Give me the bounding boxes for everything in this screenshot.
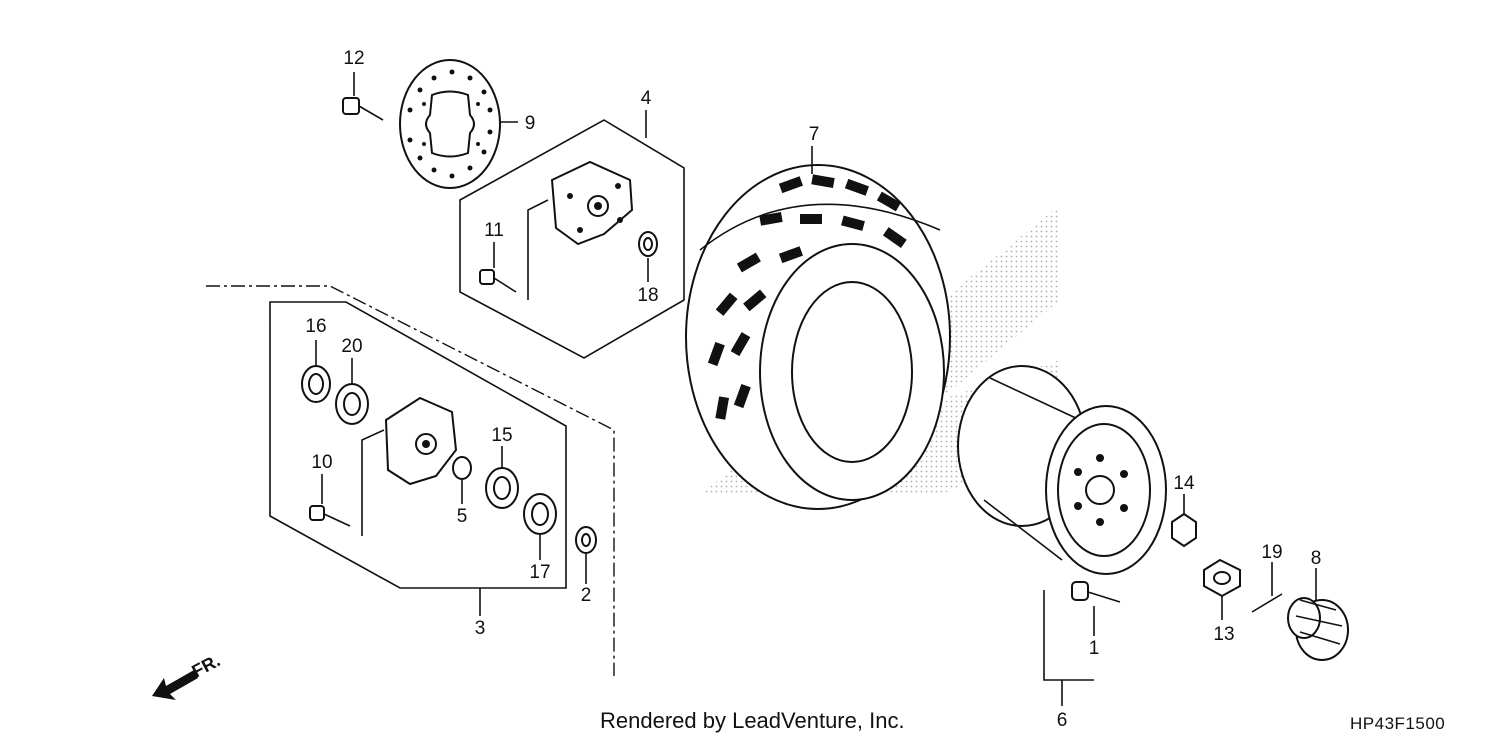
wheel-rim-6 [957,365,1167,575]
cotter-pin-19 [1251,593,1283,613]
callout-18: 18 [637,285,658,306]
callout-8: 8 [1311,548,1322,569]
brake-disc-9 [399,59,501,189]
callout-11: 11 [484,220,504,241]
callout-15: 15 [491,425,512,446]
bolt-12 [342,97,384,121]
callout-10: 10 [311,452,332,473]
seal-20 [335,383,369,425]
bolt-10 [309,505,351,527]
callout-12: 12 [343,48,364,69]
frame-outline [206,285,615,676]
callout-17: 17 [529,562,550,583]
tire-7 [685,164,951,510]
bearing-16 [301,365,331,403]
callout-14: 14 [1173,473,1195,494]
footer-credit: Rendered by LeadVenture, Inc. [600,708,905,733]
nut-14 [1171,512,1197,548]
hub-3 [384,396,458,486]
bearing-15 [485,467,519,509]
cap-8 [1287,597,1349,661]
callout-16: 16 [305,316,326,337]
callout-5: 5 [457,506,468,527]
collar-18 [638,231,658,257]
collar-2 [575,526,597,554]
nut-13 [1203,558,1241,598]
callout-3: 3 [475,618,486,639]
stud-bolt-11 [479,269,517,293]
leader-lines [315,72,1317,706]
callout-9: 9 [525,113,536,134]
callout-2: 2 [581,585,592,606]
hub-group-3-outline [269,301,567,589]
seal-17 [523,493,557,535]
front-direction-arrow-icon [152,670,198,700]
hub-4 [550,160,634,246]
diagram-code: HP43F1500 [1350,714,1446,733]
callout-6: 6 [1057,710,1068,731]
valve-stem-1 [1071,581,1121,603]
callout-4: 4 [641,88,652,109]
hub-group-4-outline [459,119,685,359]
callout-1: 1 [1089,638,1100,659]
callout-20: 20 [341,336,362,357]
collar-5 [452,456,472,480]
callout-13: 13 [1213,624,1234,645]
callout-7: 7 [809,124,820,145]
callout-19: 19 [1261,542,1282,563]
